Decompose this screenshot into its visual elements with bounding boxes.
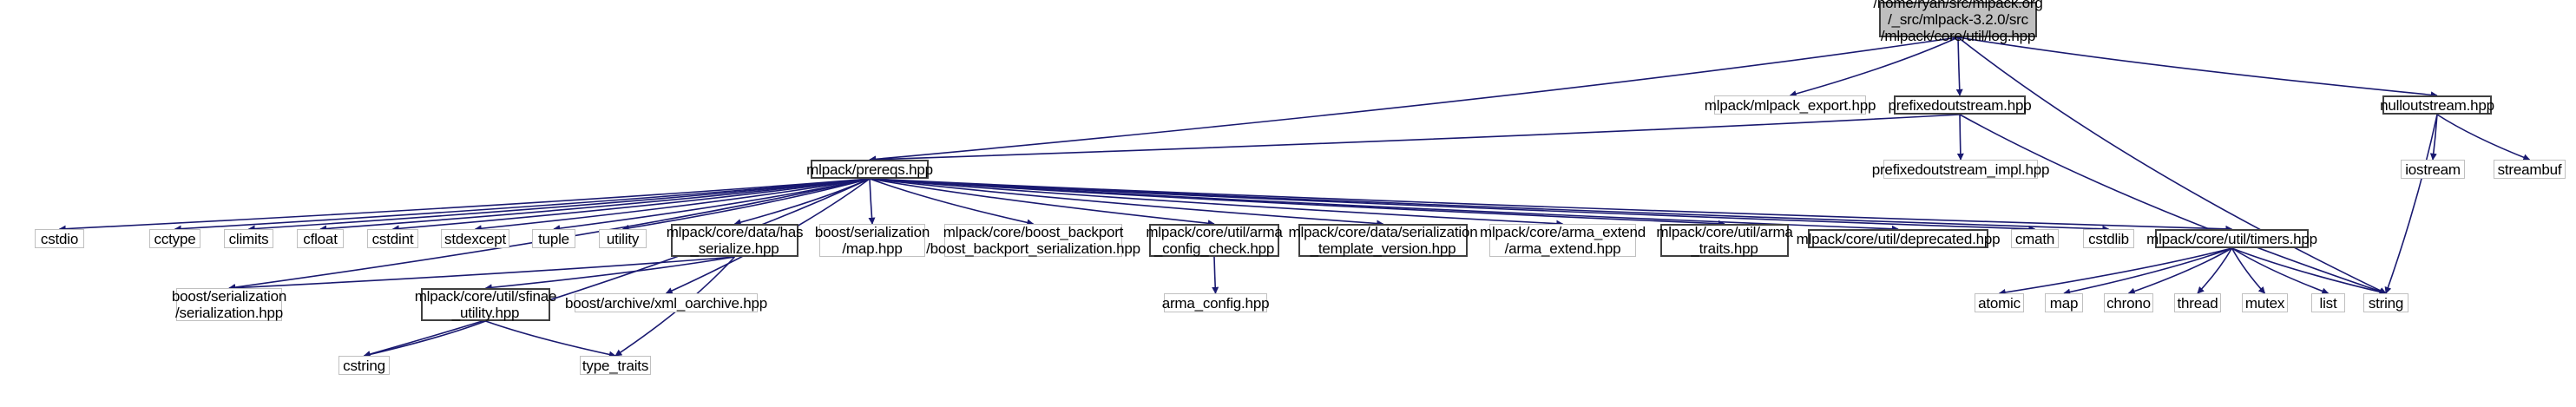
graph-node-stdexcept[interactable]: stdexcept — [441, 229, 509, 248]
graph-edge-prereqs-to-boost_backport — [869, 178, 1035, 226]
graph-node-type_traits[interactable]: type_traits — [580, 356, 651, 375]
graph-node-ser_tmpl_version[interactable]: mlpack/core/data/serialization _template… — [1288, 224, 1478, 257]
graph-edge-has_serialize-to-sfinae_utility — [484, 256, 735, 292]
graph-edge-timers-to-atomic — [1998, 247, 2232, 296]
graph-edge-prereqs-to-ser_tmpl_version — [869, 178, 1384, 227]
graph-node-cstdint[interactable]: cstdint — [367, 229, 418, 248]
graph-edge-prereqs-to-cfloat — [319, 178, 871, 233]
graph-edge-timers-to-mutex — [2231, 247, 2266, 294]
graph-node-iostream[interactable]: iostream — [2401, 160, 2465, 179]
graph-edge-prereqs-to-arma_extend — [869, 178, 1564, 227]
graph-node-log[interactable]: /home/ryan/src/mlpack.org /_src/mlpack-3… — [1873, 0, 2043, 44]
graph-edge-prereqs-to-climits — [247, 178, 871, 233]
graph-edge-timers-to-chrono — [2127, 247, 2232, 295]
graph-node-streambuf[interactable]: streambuf — [2494, 160, 2566, 179]
graph-edge-prereqs-to-arma_config_check — [869, 178, 1215, 227]
graph-edge-prereqs-to-arma_traits — [869, 178, 1725, 227]
graph-node-boost_serialization[interactable]: boost/serialization /serialization.hpp — [171, 288, 287, 321]
graph-node-chrono[interactable]: chrono — [2104, 293, 2153, 312]
graph-node-deprecated[interactable]: mlpack/core/util/deprecated.hpp — [1796, 229, 2001, 248]
graph-node-cmath[interactable]: cmath — [2011, 229, 2059, 248]
graph-edge-prefixedoutstream-to-prereqs — [869, 114, 1961, 163]
graph-edge-prereqs-to-cctype — [174, 178, 871, 233]
graph-edge-has_serialize-to-boost_serialization — [228, 256, 735, 292]
graph-edge-prefixedoutstream-to-pfimpl — [1956, 114, 1964, 161]
graph-edge-arma_config_check-to-arma_config — [1212, 256, 1219, 294]
graph-node-timers[interactable]: mlpack/core/util/timers.hpp — [2146, 229, 2317, 248]
graph-node-arma_config_check[interactable]: mlpack/core/util/arma _config_check.hpp — [1146, 224, 1283, 257]
graph-edge-prereqs-to-cstring — [363, 178, 871, 358]
graph-node-string[interactable]: string — [2363, 293, 2408, 312]
graph-edge-timers-to-map — [2063, 247, 2232, 296]
graph-node-mutex[interactable]: mutex — [2242, 293, 2288, 312]
graph-edge-sfinae_utility-to-type_traits — [485, 320, 616, 358]
graph-node-cstring[interactable]: cstring — [338, 356, 390, 375]
graph-edge-prereqs-to-cmath — [869, 178, 2036, 233]
graph-edge-log-to-export — [1789, 36, 1959, 97]
graph-edge-prereqs-to-timers — [869, 178, 2233, 233]
graph-node-utility[interactable]: utility — [599, 229, 647, 248]
graph-node-map[interactable]: map — [2045, 293, 2083, 312]
graph-edge-timers-to-list — [2231, 247, 2330, 295]
graph-node-climits[interactable]: climits — [224, 229, 273, 248]
graph-edge-prereqs-to-has_serialize — [733, 178, 871, 226]
graph-edge-prereqs-to-tuple — [553, 178, 871, 233]
graph-node-cstdlib[interactable]: cstdlib — [2083, 229, 2134, 248]
graph-node-export[interactable]: mlpack/mlpack_export.hpp — [1704, 95, 1876, 115]
graph-edge-prereqs-to-utility — [621, 178, 871, 232]
graph-edge-prereqs-to-boost_map — [868, 178, 876, 225]
graph-node-xml_oarchive[interactable]: boost/archive/xml_oarchive.hpp — [564, 293, 768, 312]
graph-edge-nulloutstream-to-iostream — [2429, 114, 2438, 161]
graph-edge-nulloutstream-to-streambuf — [2436, 114, 2531, 161]
graph-edge-log-to-prefixedoutstream — [1955, 36, 1963, 96]
graph-node-boost_map[interactable]: boost/serialization /map.hpp — [814, 224, 930, 257]
graph-node-arma_config[interactable]: arma_config.hpp — [1161, 293, 1270, 312]
graph-edge-prereqs-to-deprecated — [869, 178, 1899, 233]
graph-edge-prereqs-to-cstdio — [58, 178, 871, 233]
graph-edge-nulloutstream-to-string — [2384, 114, 2438, 294]
graph-node-boost_backport[interactable]: mlpack/core/boost_backport /boost_backpo… — [926, 224, 1140, 257]
graph-node-sfinae_utility[interactable]: mlpack/core/util/sfinae _utility.hpp — [414, 288, 557, 321]
graph-node-thread[interactable]: thread — [2174, 293, 2221, 312]
graph-node-prereqs[interactable]: mlpack/prereqs.hpp — [806, 160, 933, 179]
graph-node-prefixedoutstream[interactable]: prefixedoutstream.hpp — [1888, 95, 2032, 115]
graph-edge-log-to-nulloutstream — [1957, 36, 2438, 99]
graph-node-list[interactable]: list — [2311, 293, 2345, 312]
graph-edge-prereqs-to-cstdlib — [869, 178, 2110, 233]
graph-edge-sfinae_utility-to-cstring — [363, 320, 486, 358]
graph-edge-prereqs-to-cstdint — [391, 178, 871, 233]
graph-node-tuple[interactable]: tuple — [532, 229, 575, 248]
graph-node-arma_extend[interactable]: mlpack/core/arma_extend /arma_extend.hpp — [1480, 224, 1646, 257]
graph-edge-prereqs-to-stdexcept — [474, 178, 871, 233]
graph-node-nulloutstream[interactable]: nulloutstream.hpp — [2380, 95, 2494, 115]
graph-node-cfloat[interactable]: cfloat — [297, 229, 344, 248]
graph-node-arma_traits[interactable]: mlpack/core/util/arma _traits.hpp — [1656, 224, 1793, 257]
graph-edge-timers-to-string — [2231, 247, 2387, 296]
graph-node-cctype[interactable]: cctype — [149, 229, 200, 248]
graph-edge-prefixedoutstream-to-string — [1959, 114, 2387, 295]
graph-node-pfimpl[interactable]: prefixedoutstream_impl.hpp — [1871, 160, 2050, 179]
graph-node-atomic[interactable]: atomic — [1975, 293, 2024, 312]
graph-node-cstdio[interactable]: cstdio — [35, 229, 84, 248]
graph-edge-timers-to-thread — [2197, 247, 2233, 294]
graph-node-has_serialize[interactable]: mlpack/core/data/has _serialize.hpp — [666, 224, 804, 257]
